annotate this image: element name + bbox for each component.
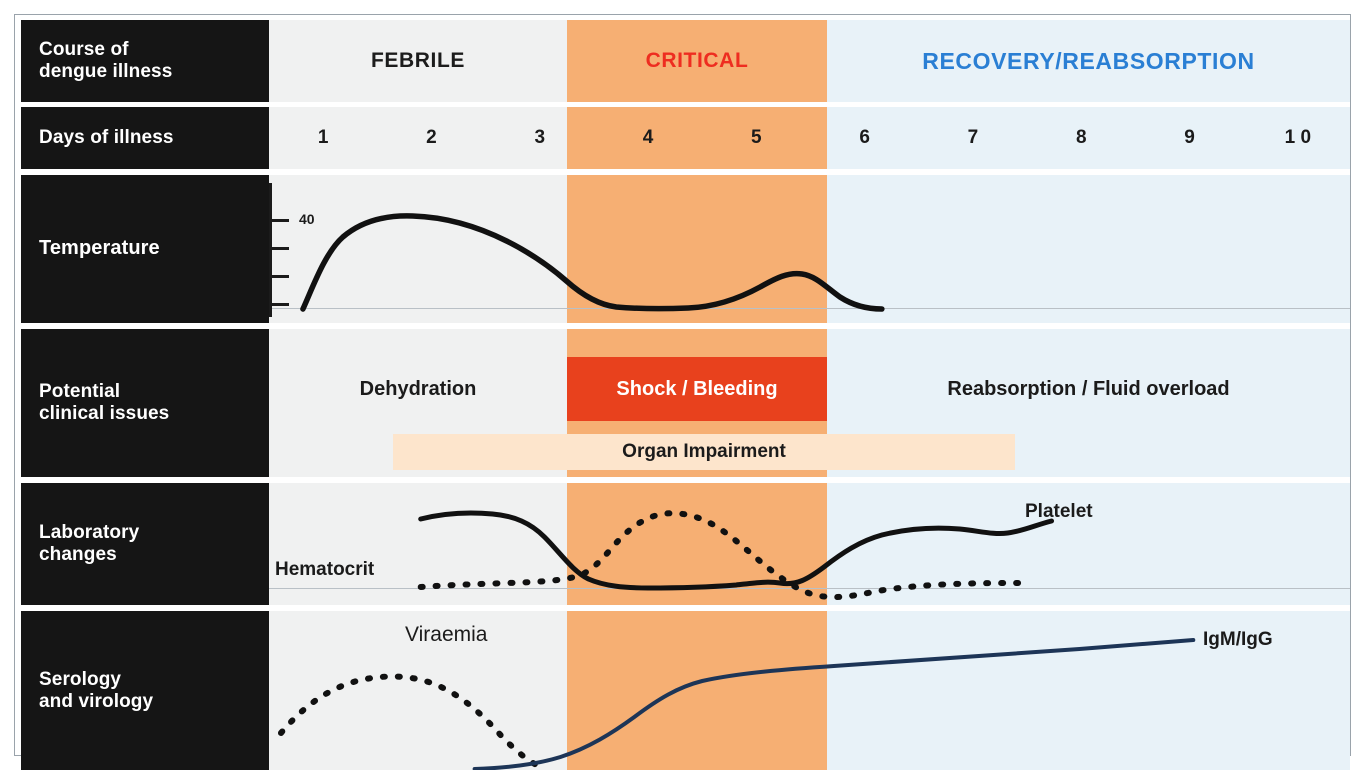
row-label-temperature-line1: Temperature [39, 237, 160, 260]
day-label-9: 9 [1184, 127, 1195, 148]
day-label-7: 7 [967, 127, 979, 148]
phase-bg-recovery-sero [827, 611, 1350, 770]
temperature-axis [269, 175, 295, 323]
row-label-laboratory: Laboratory changes [21, 483, 269, 605]
clinical-label-dehydration: Dehydration [359, 377, 477, 400]
phase-label-critical: CRITICAL [645, 49, 749, 72]
serology-plot: Viraemia IgM/IgG [269, 611, 1350, 770]
igm-igg-curve [472, 638, 1196, 770]
phase-bg-febrile-sero [269, 611, 567, 770]
row-label-days-line1: Days of illness [39, 126, 174, 148]
day-label-8: 8 [1075, 127, 1087, 148]
day-label-10: 1 0 [1284, 127, 1312, 148]
clinical-band-organ-impairment: Organ Impairment [393, 434, 1015, 470]
phase-bg-febrile-days [269, 107, 567, 169]
phase-label-recovery: RECOVERY/REABSORPTION [922, 47, 1255, 74]
row-label-clinical-line2: clinical issues [39, 403, 170, 424]
row-label-clinical-line1: Potential [39, 380, 121, 402]
phase-bg-recovery-days [827, 107, 1350, 169]
temperature-plot: 40 [269, 175, 1350, 323]
clinical-band-shock-bleeding: Shock / Bleeding [567, 357, 827, 421]
row-laboratory-changes: Laboratory changes Hematocrit Platelet [15, 483, 1350, 605]
row-clinical-issues: Potential clinical issues Dehydration Sh… [15, 329, 1350, 477]
temperature-baseline [269, 308, 1350, 309]
row-label-temperature: Temperature [21, 175, 269, 323]
temperature-tick-2 [271, 247, 289, 250]
day-label-4: 4 [642, 127, 654, 148]
day-label-2: 2 [426, 127, 437, 148]
figure-frame: Course of dengue illness FEBRILE CRITICA… [14, 14, 1351, 770]
row-label-laboratory-line1: Laboratory [39, 521, 140, 543]
row-course-of-illness: Course of dengue illness FEBRILE CRITICA… [15, 20, 1350, 102]
day-label-6: 6 [859, 127, 870, 148]
phase-bg-critical-days [567, 107, 827, 169]
platelet-curve [418, 510, 1055, 591]
temperature-tick-1 [271, 219, 289, 222]
course-plot: FEBRILE CRITICAL RECOVERY/REABSORPTION [269, 20, 1350, 102]
phase-bg-febrile-lab [269, 483, 567, 605]
row-temperature: Temperature 40 [15, 175, 1350, 323]
curve-label-viraemia: Viraemia [405, 623, 488, 646]
row-label-course-line2: dengue illness [39, 61, 173, 82]
temperature-curve-svg [300, 213, 885, 312]
laboratory-baseline [269, 588, 1350, 589]
temperature-curve [300, 213, 885, 312]
serology-curves-svg [277, 638, 1196, 770]
row-serology-virology: Serology and virology Viraemia IgM/IgG [15, 611, 1350, 770]
temperature-tick-3 [271, 275, 289, 278]
row-label-days: Days of illness [21, 107, 269, 169]
viraemia-curve [277, 673, 548, 770]
row-label-serology-line1: Serology [39, 668, 122, 690]
phase-label-febrile: FEBRILE [370, 49, 466, 72]
laboratory-curves-svg [417, 510, 1055, 601]
curve-label-hematocrit: Hematocrit [275, 559, 375, 580]
phase-bg-critical-temp [567, 175, 827, 323]
row-label-course-line1: Course of [39, 38, 129, 60]
phase-bg-recovery-temp [827, 175, 1350, 323]
day-label-3: 3 [534, 127, 546, 148]
row-label-course: Course of dengue illness [21, 20, 269, 102]
curve-label-igm-igg: IgM/IgG [1203, 629, 1273, 650]
temperature-axis-line [269, 183, 272, 317]
days-plot: 1 2 3 4 5 6 7 8 9 1 0 [269, 107, 1350, 169]
temperature-axis-label-40: 40 [299, 211, 315, 227]
clinical-label-reabsorption: Reabsorption / Fluid overload [947, 377, 1230, 400]
row-days-of-illness: Days of illness 1 2 3 4 5 6 7 8 9 1 0 [15, 107, 1350, 169]
row-label-serology: Serology and virology [21, 611, 269, 770]
laboratory-plot: Hematocrit Platelet [269, 483, 1350, 605]
day-label-1: 1 [317, 127, 329, 148]
row-label-serology-line2: and virology [39, 691, 154, 712]
row-label-clinical: Potential clinical issues [21, 329, 269, 477]
day-label-5: 5 [751, 127, 762, 148]
phase-bg-critical-sero [567, 611, 827, 770]
phase-bg-febrile [269, 20, 567, 102]
phase-bg-recovery [827, 20, 1350, 102]
clinical-plot: Dehydration Shock / Bleeding Reabsorptio… [269, 329, 1350, 477]
temperature-tick-4 [271, 303, 289, 306]
phase-bg-critical [567, 20, 827, 102]
row-label-laboratory-line2: changes [39, 544, 117, 565]
curve-label-platelet: Platelet [1025, 501, 1093, 522]
